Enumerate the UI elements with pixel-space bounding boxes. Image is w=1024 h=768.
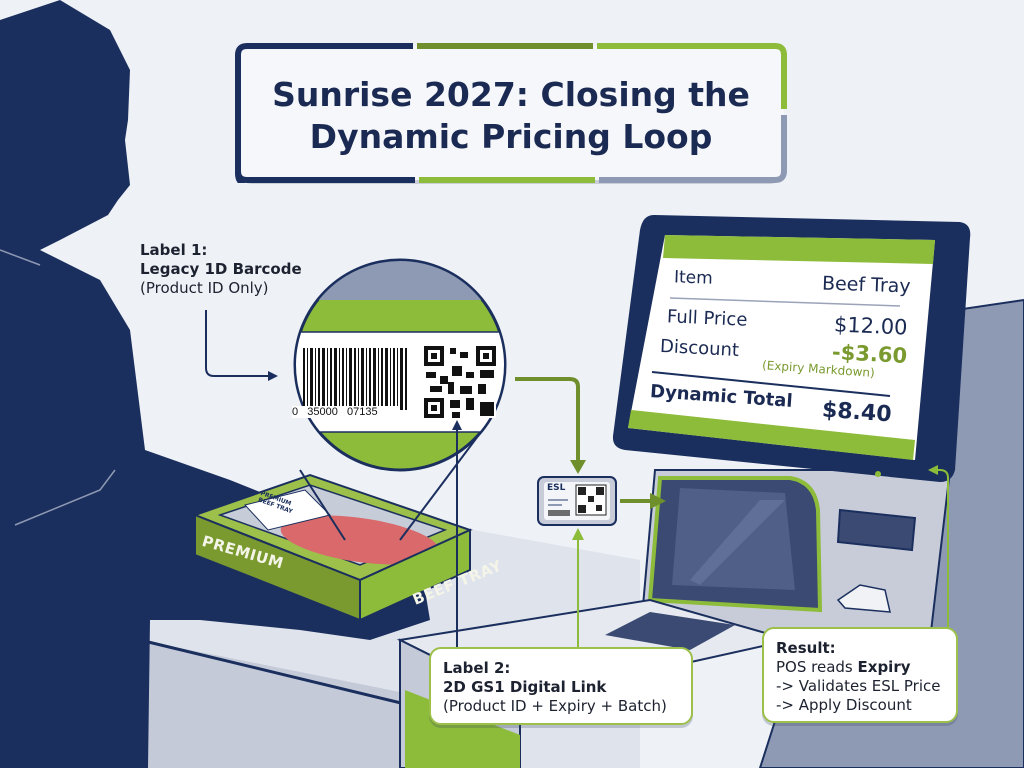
label2-heading: Label 2: [443,659,511,677]
title-border [235,43,787,183]
title-line-1: Sunrise 2027: Closing the [272,75,750,114]
barcode-digits: 0 35000 07135 [292,406,378,418]
result-line1-prefix: POS reads [776,658,858,676]
esl-label: ESL [547,483,566,493]
title-line-2: Dynamic Pricing Loop [309,117,713,156]
result-card: Result: POS reads Expiry -> Validates ES… [762,627,958,723]
screen-total-value: $8.40 [821,397,893,428]
label1-name: Legacy 1D Barcode [140,260,302,278]
card-reader-slot [836,508,917,552]
page-title: Sunrise 2027: Closing the Dynamic Pricin… [238,74,784,158]
result-line2: -> Validates ESL Price [776,677,941,695]
label2-detail: (Product ID + Expiry + Batch) [443,697,667,715]
flow-arrow-qr-to-esl [515,377,580,460]
result-heading: Result: [776,639,836,657]
screen-discount-label: Discount [659,335,740,362]
screen-item-label: Item [673,267,714,289]
label1-callout: Label 1: Legacy 1D Barcode (Product ID O… [140,241,302,298]
screen-full-price-label: Full Price [666,306,748,331]
beef-tray-package [192,473,473,622]
title-banner: Sunrise 2027: Closing the Dynamic Pricin… [235,43,787,183]
result-arrow [934,469,949,630]
esl-tag [537,476,617,526]
counter-front [140,640,440,768]
result-line3: -> Apply Discount [776,696,912,714]
screen-full-price-value: $12.00 [833,312,908,340]
label1-heading: Label 1: [140,241,208,259]
label1-arrow [205,310,268,377]
label2-name: 2D GS1 Digital Link [443,678,607,696]
screen-header-bar [663,235,935,264]
screen-item-value: Beef Tray [821,272,912,298]
screen-footer-bar [628,410,915,460]
barcode-1d [303,348,407,410]
scale-tray [605,612,735,650]
label2-card: Label 2: 2D GS1 Digital Link (Product ID… [429,647,693,725]
qr-code-2d [424,346,496,418]
label1-detail: (Product ID Only) [140,279,269,297]
pos-monitor [612,214,971,483]
result-line1-bold: Expiry [857,658,911,676]
